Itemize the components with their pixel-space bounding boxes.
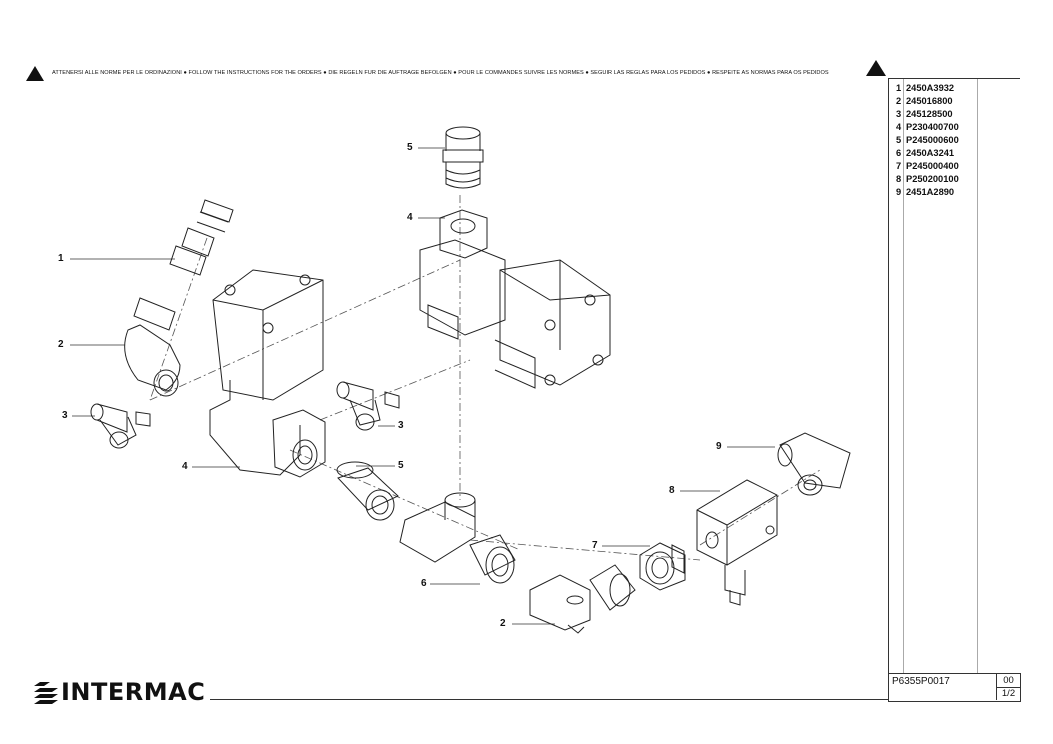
logo-mark-icon (34, 682, 58, 704)
callout-label: 3 (62, 410, 68, 421)
threaded-nipple-small (639, 542, 686, 591)
part-code: 245016800 (906, 96, 953, 106)
tee-fitting (399, 492, 516, 584)
parts-row: 4 P230400700 (896, 122, 959, 135)
brand-name: INTERMAC (61, 678, 206, 706)
part-number: 9 (896, 187, 902, 197)
part-number: 8 (896, 174, 902, 184)
callout-label: 2 (500, 618, 506, 629)
revision-number: 00 (997, 675, 1020, 688)
table-divider (903, 79, 904, 673)
callout-label: 5 (398, 460, 404, 471)
part-number: 6 (896, 148, 902, 158)
parts-row: 8 P250200100 (896, 174, 959, 187)
push-fitting-left (90, 403, 151, 449)
solenoid-valve-left (209, 269, 326, 478)
part-number: 2 (896, 96, 902, 106)
parts-row: 2 245016800 (896, 96, 953, 109)
solenoid-valve-top (419, 209, 611, 389)
title-block: P6355P0017 00 1/2 (888, 673, 1021, 702)
warning-strip: ATTENERSI ALLE NORME PER LE ORDINAZIONI … (24, 66, 859, 82)
revision-cell: 00 1/2 (996, 674, 1020, 700)
parts-row: 1 2450A3932 (896, 83, 954, 96)
part-number: 5 (896, 135, 902, 145)
part-code: P230400700 (906, 122, 959, 132)
parts-row: 7 P245000400 (896, 161, 959, 174)
part-code: 2450A3241 (906, 148, 955, 158)
part-number: 1 (896, 83, 902, 93)
part-number: 3 (896, 109, 902, 119)
footer-rule (210, 699, 888, 700)
part-number: 4 (896, 122, 902, 132)
callout-label: 6 (421, 578, 427, 589)
callout-label: 4 (182, 461, 188, 472)
callout-label: 1 (58, 253, 64, 264)
table-divider (977, 79, 978, 673)
callout-label: 4 (407, 212, 413, 223)
part-code: 245128500 (906, 109, 953, 119)
parts-list-table: 1 2450A3932 2 245016800 3 245128500 4 P23040… (888, 78, 1020, 673)
drawing-code: P6355P0017 (892, 676, 950, 687)
callout-label: 8 (669, 485, 675, 496)
threaded-nipple-bottom (336, 461, 399, 521)
callout-label: 5 (407, 142, 413, 153)
part-number: 7 (896, 161, 902, 171)
parts-row: 5 P245000600 (896, 135, 959, 148)
push-elbow-fitting (777, 432, 851, 496)
warning-triangle-icon (26, 66, 44, 81)
manifold-block (696, 479, 778, 606)
elbow-fitting-bottom (529, 564, 636, 634)
elbow-fitting-top (124, 297, 181, 397)
part-code: 2451A2890 (906, 187, 955, 197)
warning-triangle-icon (866, 60, 886, 76)
callout-label: 9 (716, 441, 722, 452)
callout-label: 2 (58, 339, 64, 350)
callout-label: 7 (592, 540, 598, 551)
callout-label: 3 (398, 420, 404, 431)
ordering-instructions-text: ATTENERSI ALLE NORME PER LE ORDINAZIONI … (52, 70, 829, 76)
part-code: P250200100 (906, 174, 959, 184)
parts-row: 3 245128500 (896, 109, 953, 122)
part-code: P245000400 (906, 161, 959, 171)
sheet-number: 1/2 (1001, 688, 1016, 699)
hose-barb-fitting (169, 199, 234, 276)
threaded-nipple-top (442, 126, 484, 189)
parts-row: 9 2451A2890 (896, 187, 954, 200)
push-fitting-right (336, 381, 400, 431)
parts-row: 6 2450A3241 (896, 148, 954, 161)
part-code: 2450A3932 (906, 83, 955, 93)
part-code: P245000600 (906, 135, 959, 145)
